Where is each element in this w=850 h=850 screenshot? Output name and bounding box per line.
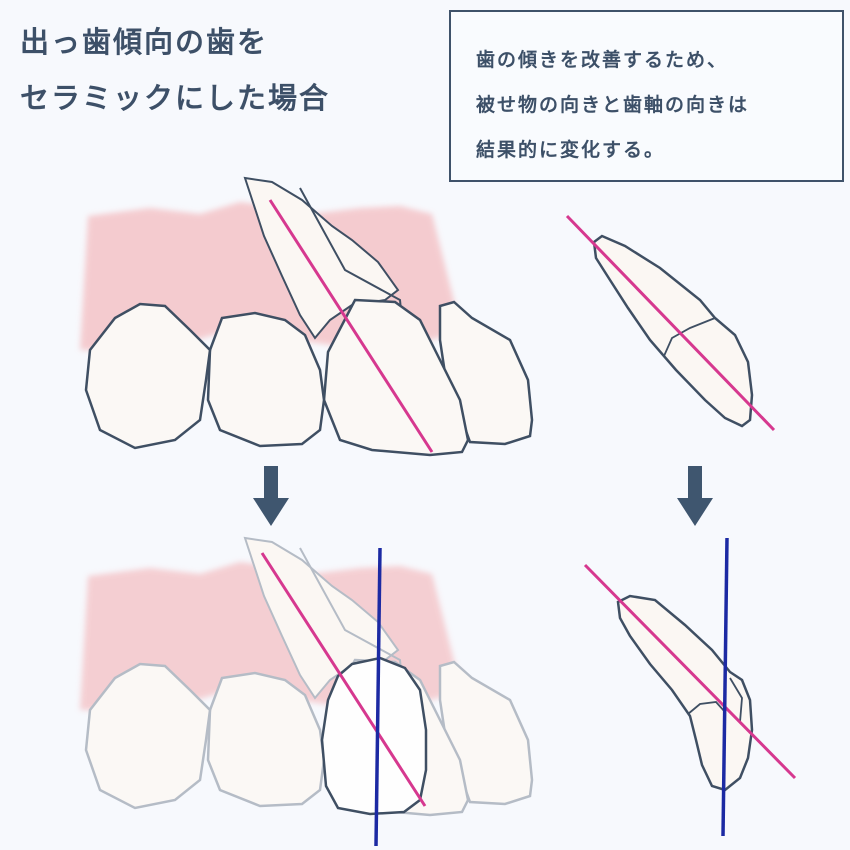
down-arrow-left <box>253 466 289 526</box>
side-tooth-top <box>592 234 754 428</box>
tooth-incisor-mid-bottom <box>206 671 326 808</box>
side-tooth-bottom <box>616 594 754 792</box>
tooth-axis-top <box>268 199 434 453</box>
tooth-incisor-left-bottom <box>84 662 212 810</box>
explanation-line-2: 被せ物の向きと歯軸の向きは <box>476 94 750 116</box>
front-view-after <box>80 536 534 847</box>
side-tooth-axis-top <box>565 214 776 432</box>
title-line-2: セラミックにした場合 <box>20 81 331 115</box>
side-cej-bottom <box>687 677 743 723</box>
crown-axis-bottom <box>374 547 382 847</box>
explanation-line-1: 歯の傾きを改善するため、 <box>476 49 729 71</box>
explanation-box: 歯の傾きを改善するため、 被せ物の向きと歯軸の向きは 結果的に変化する。 <box>449 10 844 182</box>
side-crown-axis-bottom <box>721 537 729 837</box>
tooth-axis-bottom <box>260 552 427 807</box>
title-line-1: 出っ歯傾向の歯を <box>20 25 269 59</box>
diagram-title: 出っ歯傾向の歯を セラミックにした場合 <box>20 14 330 126</box>
side-view-before <box>565 214 776 432</box>
down-arrow-right <box>677 466 713 526</box>
front-view-before <box>80 176 534 457</box>
tooth-incisor-mid-top <box>206 311 326 448</box>
side-view-after <box>583 537 797 837</box>
explanation-line-3: 結果的に変化する。 <box>476 139 666 161</box>
ceramic-crown-front <box>320 656 428 816</box>
tooth-incisor-left-top <box>84 302 212 450</box>
side-tooth-axis-bottom <box>583 563 797 780</box>
